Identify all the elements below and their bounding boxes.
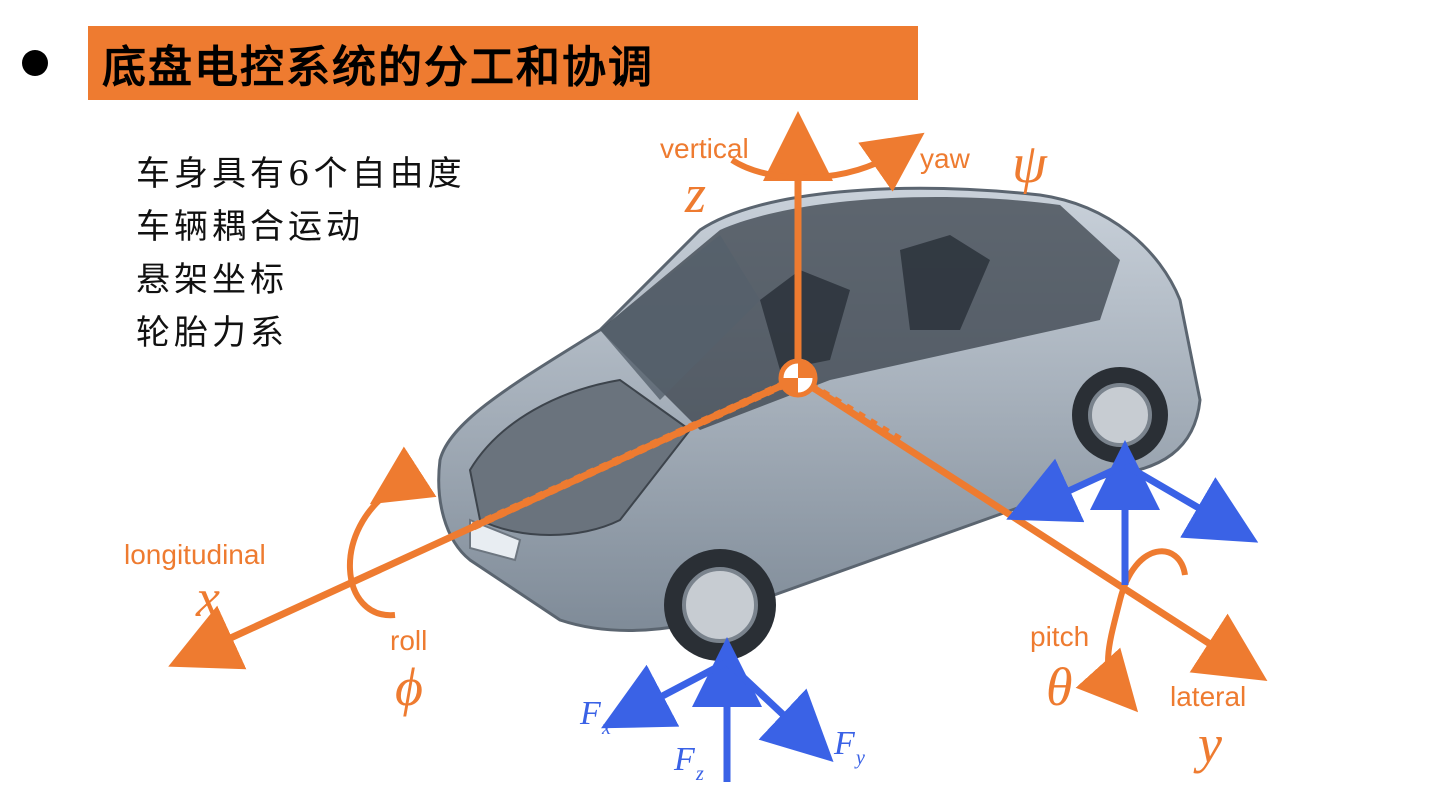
x-axis-dotted [468,374,800,532]
title-banner: 底盘电控系统的分工和协调 [88,26,918,100]
psi-symbol: ψ [1012,133,1048,195]
pitch-label: pitch [1030,621,1089,652]
slide-title: 底盘电控系统的分工和协调 [102,42,654,93]
rear-fy-arrow [1123,461,1259,543]
note-item: 车辆耦合运动 [136,207,364,247]
headlight [469,518,522,562]
y-symbol: y [1193,714,1222,774]
note-item: 悬架坐标 [136,260,288,300]
fx-arrow [601,658,729,729]
fx-label: F [579,695,602,732]
x-symbol: x [195,568,220,628]
front-tire-forces [601,637,834,782]
z-symbol: z [684,164,706,224]
theta-symbol: θ [1046,657,1073,717]
yaw-arc [730,132,925,192]
fy-label: F [833,725,856,762]
notes-list: 车身具有6个自由度 车辆耦合运动 悬架坐标 轮胎力系 [136,148,466,360]
phi-symbol: ϕ [395,657,423,717]
yaw-label: yaw [920,143,971,174]
longitudinal-label: longitudinal [124,539,266,570]
fy-subscript: y [854,747,865,769]
car-windshield [600,235,760,400]
lateral-label: lateral [1170,681,1246,712]
note-item: 轮胎力系 [136,313,288,353]
roll-arc [346,446,437,619]
fz-label: F [673,741,696,778]
y-axis-dotted [795,374,903,444]
car-seats [760,235,990,370]
rear-wheel-rim [1088,383,1152,447]
fy-arrow [724,659,834,762]
rear-fx-arrow [1006,458,1127,523]
fx-subscript: x [601,717,611,739]
vertical-label: vertical [660,133,749,164]
roll-label: roll [390,625,427,656]
bullet-dot [22,50,48,76]
car-illustration [437,186,1202,661]
pitch-arc [1075,548,1188,713]
rear-tire-forces [1006,440,1259,585]
note-item: 车身具有6个自由度 [136,154,466,194]
front-wheel-rim [682,567,758,643]
fz-subscript: z [695,763,704,785]
